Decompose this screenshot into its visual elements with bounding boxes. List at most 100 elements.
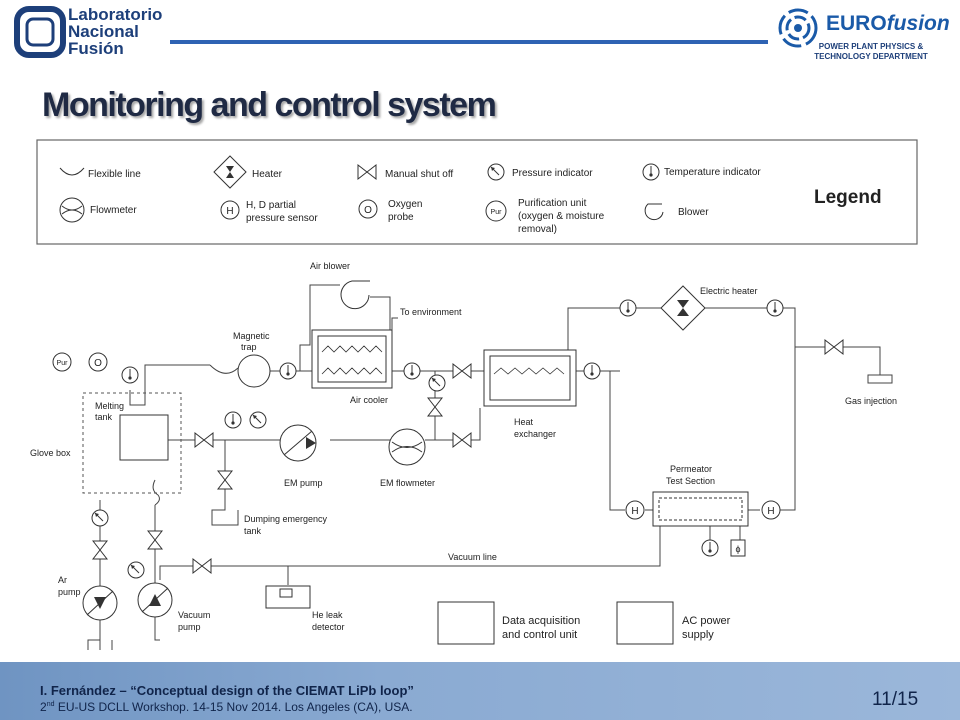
vacuum-pump-label-1: Vacuum [178,610,210,620]
legend-flexible-line: Flexible line [88,169,141,180]
eurofusion-brand: EUROfusion [826,12,950,35]
legend-heading: Legend [814,187,882,208]
temp-6 [766,299,784,317]
to-environment-label: To environment [400,307,462,317]
oxygen-probe [88,352,108,372]
valve-2 [427,397,443,417]
melting-tank-label-2: tank [95,412,113,422]
legend-hd-sensor-line1: H, D partial [246,200,296,211]
valve-4 [194,432,214,448]
legend-purification-icon [485,200,507,222]
air-cooler [311,329,393,389]
lnf-logo-text: Laboratorio Nacional Fusión [68,5,163,58]
hd-sensor-right [761,500,781,520]
electric-heater [660,285,706,331]
glove-box-outline [82,392,182,494]
temp-melting [121,366,139,384]
legend-purif-line3: removal) [518,224,557,235]
press-vac [127,561,145,579]
legend-blower: Blower [678,207,709,218]
eurofusion-logo-icon [778,8,818,48]
legend-purif-line2: (oxygen & moisture [518,211,605,222]
footer-citation: I. Fernández – “Conceptual design of the… [40,683,414,698]
legend-manual-shut-off: Manual shut off [385,169,453,180]
ar-pump [82,585,118,621]
melting-tank [119,414,169,461]
vacuum-pump-label-2: pump [178,622,201,632]
vacuum-pump [137,582,173,618]
valve-5 [217,470,233,490]
page-title: Monitoring and control system [42,86,497,124]
dumping-tank-label-1: Dumping emergency [244,514,328,524]
footer-workshop: 2nd EU-US DCLL Workshop. 14-15 Nov 2014.… [40,700,413,714]
em-pump-label: EM pump [284,478,323,488]
temp-2 [279,362,297,380]
dumping-tank-label-2: tank [244,526,262,536]
header-accent-bar [170,40,768,44]
valve-ar [92,540,108,560]
air-blower [340,280,370,310]
glove-box-label: Glove box [30,448,71,458]
svg-text:Pur: Pur [491,209,503,216]
legend-flexible-line-icon [59,167,85,176]
svg-text:Pur: Pur [57,360,69,367]
air-cooler-label: Air cooler [350,395,388,405]
legend-heater: Heater [252,169,283,180]
valve-vac [147,530,163,550]
em-pump [279,424,317,462]
temp-5 [619,299,637,317]
temp-7 [224,411,242,429]
electric-heater-label: Electric heater [700,286,758,296]
temp-3 [403,362,421,380]
legend-pressure-indicator-icon [487,163,505,181]
phi-sensor [730,539,746,557]
svg-text:H: H [631,506,638,517]
legend-heater-icon [213,155,247,189]
he-leak-label-1: He leak [312,610,343,620]
legend-temperature-indicator-icon [642,163,660,181]
ac-label-1: AC power [682,615,731,627]
temp-4 [583,362,601,380]
permeator-label-1: Permeator [670,464,712,474]
legend-box: Flexible line Heater Manual shut off Pre… [36,139,918,245]
em-flowmeter [388,428,426,466]
legend-pressure-indicator: Pressure indicator [512,168,593,179]
permeator-label-2: Test Section [666,476,715,486]
valve-gas [824,339,844,355]
valve-3 [452,432,472,448]
hd-sensor-left [625,500,645,520]
svg-text:ϕ: ϕ [735,544,740,554]
legend-oxygen-line2: probe [388,212,414,223]
ar-pump-label-2: pump [58,587,81,597]
heat-exchanger-label-2: exchanger [514,429,556,439]
svg-text:H: H [226,206,233,217]
legend-oxygen-probe-icon [358,199,378,219]
valve-1 [452,363,472,379]
magnetic-trap-label-2: trap [241,342,257,352]
piping [87,284,893,650]
daq-box [437,601,495,645]
magnetic-trap-label-1: Magnetic [233,331,270,341]
legend-hd-sensor-line2: pressure sensor [246,213,318,224]
air-blower-label: Air blower [310,261,350,271]
svg-text:H: H [767,506,774,517]
valve-vacuum [192,558,212,574]
em-flowmeter-label: EM flowmeter [380,478,435,488]
legend-flowmeter-icon [59,197,85,223]
svg-text:O: O [94,358,102,369]
temp-permeator [701,539,719,557]
ac-box [616,601,674,645]
daq-label-1: Data acquisition [502,615,580,627]
svg-text:O: O [364,205,372,216]
ac-label-2: supply [682,629,714,641]
pur-unit [52,352,72,372]
process-diagram: Flexible line Heater Manual shut off Pre… [30,139,918,650]
heat-exchanger-label-1: Heat [514,417,534,427]
heat-exchanger [483,349,577,407]
legend-temperature-indicator: Temperature indicator [664,167,761,178]
vacuum-line-label: Vacuum line [448,552,497,562]
legend-oxygen-line1: Oxygen [388,199,422,210]
press-2 [249,411,267,429]
magnetic-trap [237,354,271,388]
melting-tank-label-1: Melting [95,401,124,411]
